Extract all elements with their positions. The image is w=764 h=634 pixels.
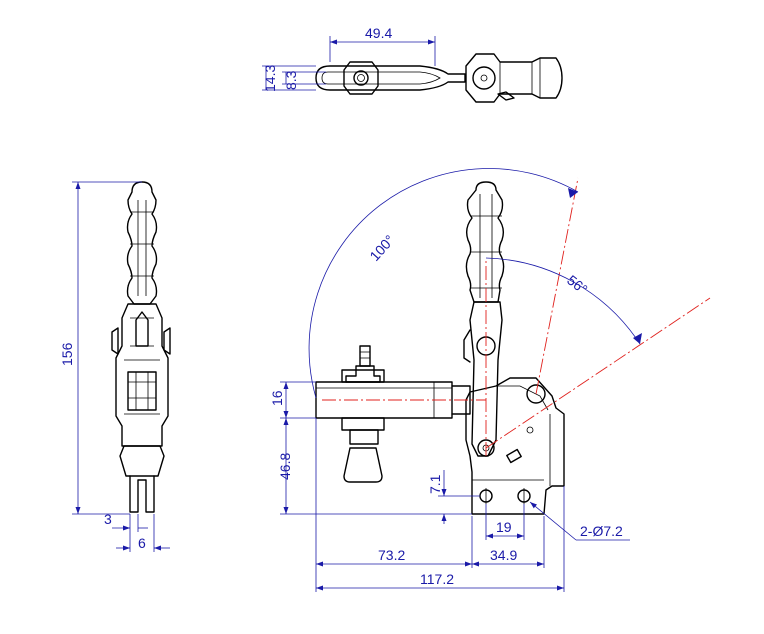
dim-46-8: 46.8 [277, 453, 293, 480]
dim-34-9: 34.9 [490, 547, 517, 563]
dim-117-2: 117.2 [420, 571, 454, 587]
side-spindle-nut [119, 445, 165, 477]
dim-156: 156 [59, 342, 75, 366]
front-arm-bar [315, 381, 453, 419]
front-view: 100° 56° 16 46.8 7.1 19 2-Ø7.2 73.2 34.9… [269, 168, 711, 592]
dim-hole-spec: 2-Ø7.2 [580, 523, 623, 539]
top-arm-body [315, 65, 466, 91]
dim-19: 19 [496, 519, 512, 535]
front-handle-grip [465, 181, 505, 303]
dim-16: 16 [269, 390, 285, 406]
front-pressure-tip [343, 447, 383, 483]
side-handle-grip [126, 181, 158, 305]
side-foot [129, 475, 155, 513]
side-view: 156 3 6 [59, 181, 171, 552]
top-view: 49.4 14.3 8.3 [262, 25, 563, 103]
dim-14-3: 14.3 [262, 65, 278, 92]
angle-56: 56° [564, 272, 591, 298]
dim-7-1: 7.1 [427, 474, 443, 494]
dim-3: 3 [104, 511, 112, 527]
front-base [465, 377, 565, 515]
top-body [465, 53, 563, 103]
front-spindle [345, 365, 381, 383]
dim-6: 6 [138, 535, 146, 551]
dim-8-3: 8.3 [283, 70, 299, 90]
top-hex-nut [343, 61, 379, 95]
side-linkage [115, 303, 169, 447]
angle-100: 100° [366, 232, 397, 264]
dim-73-2: 73.2 [378, 547, 405, 563]
dim-49-4: 49.4 [365, 25, 392, 41]
